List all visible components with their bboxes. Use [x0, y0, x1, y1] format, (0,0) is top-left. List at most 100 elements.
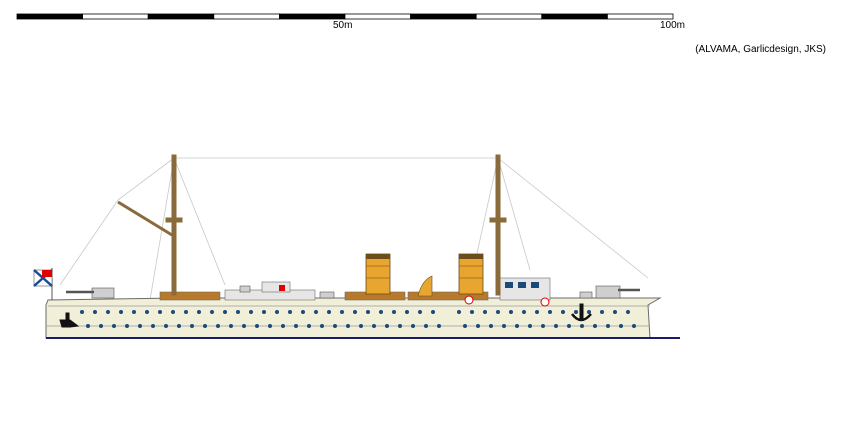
porthole: [619, 324, 623, 328]
porthole: [255, 324, 259, 328]
superstructure: [159, 277, 551, 301]
scale-label-50m: 50m: [333, 20, 353, 31]
porthole: [275, 310, 279, 314]
porthole: [548, 310, 552, 314]
porthole: [93, 310, 97, 314]
porthole: [177, 324, 181, 328]
porthole: [80, 310, 84, 314]
scale-segment: [147, 13, 215, 20]
hull: [45, 297, 680, 339]
funnels: [365, 253, 484, 297]
porthole: [567, 324, 571, 328]
porthole: [236, 310, 240, 314]
porthole: [353, 310, 357, 314]
porthole: [509, 310, 513, 314]
scale-segment: [475, 13, 543, 20]
scale-segment: [82, 13, 149, 20]
porthole: [112, 324, 116, 328]
porthole: [405, 310, 409, 314]
porthole: [574, 310, 578, 314]
porthole: [197, 310, 201, 314]
porthole: [431, 310, 435, 314]
anchor-fore-icon: [59, 312, 80, 328]
porthole: [210, 310, 214, 314]
porthole: [632, 324, 636, 328]
porthole: [229, 324, 233, 328]
porthole: [249, 310, 253, 314]
gun-fore: [66, 287, 115, 299]
porthole: [424, 324, 428, 328]
credit-text: (ALVAMA, Garlicdesign, JKS): [695, 44, 826, 55]
porthole: [106, 310, 110, 314]
porthole: [242, 324, 246, 328]
porthole: [366, 310, 370, 314]
porthole: [528, 324, 532, 328]
gun-aft: [595, 285, 640, 299]
porthole: [593, 324, 597, 328]
porthole: [457, 310, 461, 314]
anchor-aft-icon: [571, 303, 592, 322]
porthole: [470, 310, 474, 314]
scale-segment: [410, 13, 477, 20]
scale-segment: [541, 13, 608, 20]
porthole: [190, 324, 194, 328]
porthole: [125, 324, 129, 328]
guns: [66, 285, 640, 299]
porthole: [203, 324, 207, 328]
portholes: [80, 310, 636, 328]
porthole: [411, 324, 415, 328]
porthole: [463, 324, 467, 328]
scale-segments: [16, 13, 674, 20]
flag-icon: [33, 268, 53, 300]
porthole: [541, 324, 545, 328]
scale-label-100m: 100m: [660, 20, 686, 31]
porthole: [294, 324, 298, 328]
porthole: [483, 310, 487, 314]
porthole: [489, 324, 493, 328]
ship-profile: [33, 154, 680, 339]
porthole: [496, 310, 500, 314]
porthole: [522, 310, 526, 314]
porthole: [476, 324, 480, 328]
porthole: [281, 324, 285, 328]
scale-segment: [213, 13, 280, 20]
funnel-fore: [365, 253, 391, 295]
porthole: [606, 324, 610, 328]
porthole: [314, 310, 318, 314]
porthole: [86, 324, 90, 328]
porthole: [535, 310, 539, 314]
porthole: [138, 324, 142, 328]
porthole: [346, 324, 350, 328]
porthole: [99, 324, 103, 328]
scale-segment: [344, 13, 411, 20]
scale-segment: [16, 13, 83, 20]
ventilator: [417, 275, 433, 297]
porthole: [554, 324, 558, 328]
porthole: [587, 310, 591, 314]
masts: [117, 154, 507, 296]
porthole: [418, 310, 422, 314]
porthole: [502, 324, 506, 328]
porthole: [379, 310, 383, 314]
porthole: [600, 310, 604, 314]
porthole: [158, 310, 162, 314]
porthole: [223, 310, 227, 314]
porthole: [288, 310, 292, 314]
funnel-aft: [458, 253, 484, 295]
porthole: [561, 310, 565, 314]
porthole: [359, 324, 363, 328]
porthole: [385, 324, 389, 328]
porthole: [262, 310, 266, 314]
porthole: [333, 324, 337, 328]
anchor-icons: [59, 303, 592, 328]
porthole: [392, 310, 396, 314]
porthole: [320, 324, 324, 328]
porthole: [372, 324, 376, 328]
red-cross-markings: [279, 285, 550, 307]
rigging-lines: [59, 157, 649, 301]
porthole: [171, 310, 175, 314]
porthole: [613, 310, 617, 314]
porthole: [151, 324, 155, 328]
scale-bar: [16, 13, 674, 20]
porthole: [327, 310, 331, 314]
